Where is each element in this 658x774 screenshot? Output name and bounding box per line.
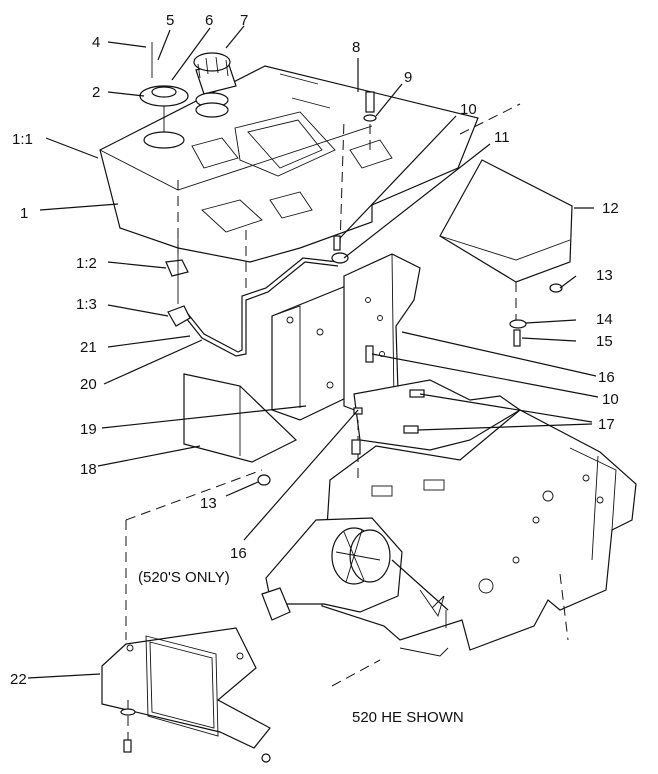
leader-lines bbox=[27, 25, 599, 679]
chassis-frame bbox=[321, 379, 637, 651]
note-520-he-shown: 520 HE SHOWN bbox=[352, 709, 464, 726]
fuel-line bbox=[165, 230, 339, 357]
callout-14: 14 bbox=[596, 311, 613, 328]
callout-1-1: 1:1 bbox=[12, 131, 33, 148]
callout-6: 6 bbox=[205, 12, 213, 29]
callout-5: 5 bbox=[166, 12, 174, 29]
callout-19: 19 bbox=[80, 421, 97, 438]
alignment-lines bbox=[125, 103, 569, 687]
callout-7: 7 bbox=[240, 12, 248, 29]
lower-shield bbox=[183, 373, 298, 463]
note-520s-only: (520'S ONLY) bbox=[138, 569, 230, 586]
callout-18: 18 bbox=[80, 461, 97, 478]
bracket bbox=[271, 285, 351, 421]
callout-13-left: 13 bbox=[200, 495, 217, 512]
rear-panel bbox=[343, 253, 421, 413]
callout-17: 17 bbox=[598, 416, 615, 433]
tank-bolt bbox=[363, 91, 377, 150]
callout-2: 2 bbox=[92, 84, 100, 101]
callout-16-left: 16 bbox=[230, 545, 247, 562]
callout-10-lower: 10 bbox=[602, 391, 619, 408]
callout-9: 9 bbox=[404, 69, 412, 86]
fasteners bbox=[257, 235, 563, 486]
fuel-cap bbox=[193, 52, 237, 118]
callout-22: 22 bbox=[10, 671, 27, 688]
callout-4: 4 bbox=[92, 34, 100, 51]
callout-21: 21 bbox=[80, 339, 97, 356]
callout-labels: 4 5 6 7 8 9 10 11 2 1:1 1 12 1:2 13 1:3 … bbox=[10, 12, 619, 726]
callout-1-3: 1:3 bbox=[76, 296, 97, 313]
callout-10-upper: 10 bbox=[460, 101, 477, 118]
rear-cover bbox=[101, 627, 271, 763]
callout-20: 20 bbox=[80, 376, 97, 393]
callout-11: 11 bbox=[494, 129, 510, 146]
heat-shield-right bbox=[439, 159, 573, 330]
callout-15: 15 bbox=[596, 333, 613, 350]
callout-16-right: 16 bbox=[598, 369, 615, 386]
callout-1: 1 bbox=[20, 205, 28, 222]
callout-12: 12 bbox=[602, 200, 619, 217]
engine bbox=[261, 517, 449, 657]
fuel-tank bbox=[99, 65, 479, 263]
callout-8: 8 bbox=[352, 39, 360, 56]
callout-13-right: 13 bbox=[596, 267, 613, 284]
callout-1-2: 1:2 bbox=[76, 255, 97, 272]
